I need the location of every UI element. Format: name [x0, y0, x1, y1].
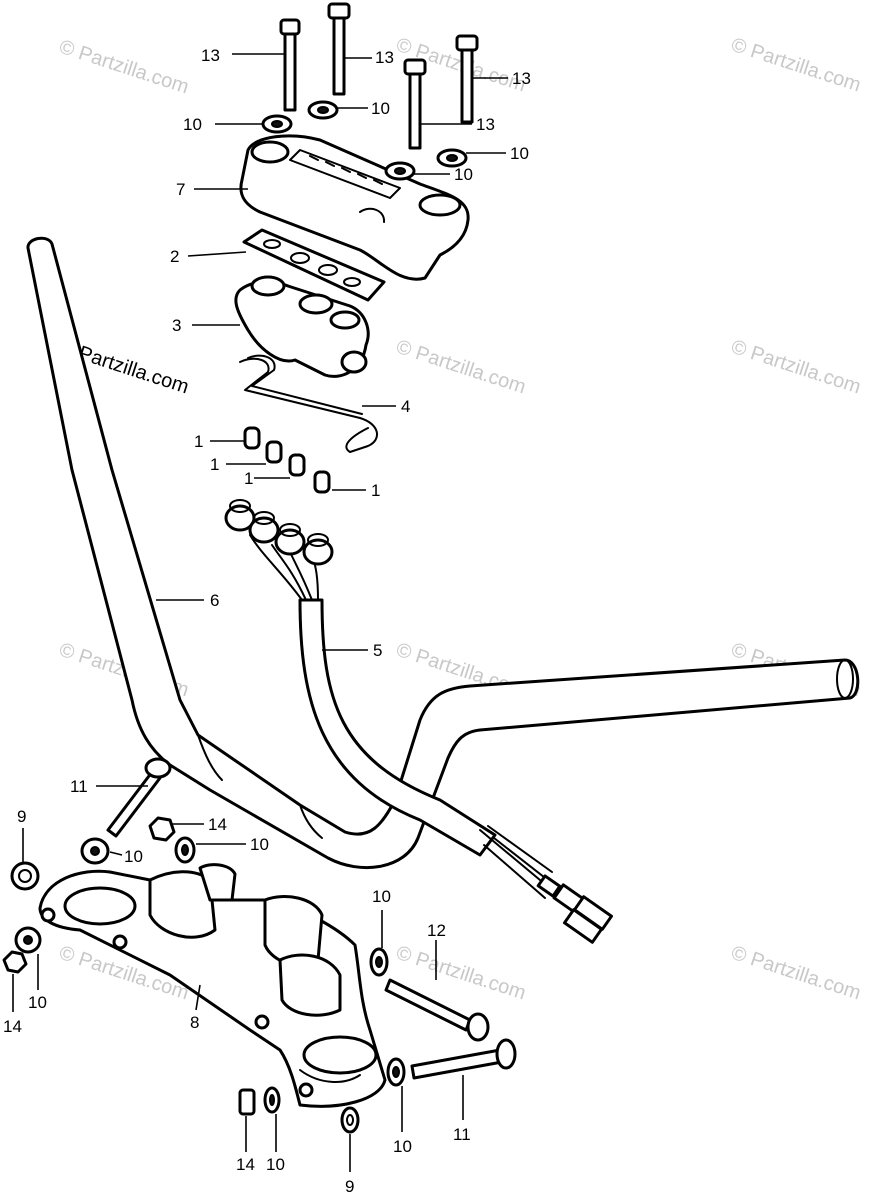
callout-13: 13 [375, 48, 394, 67]
callout-10: 10 [371, 99, 390, 118]
switch-body[interactable] [234, 275, 370, 378]
callout-10: 10 [454, 165, 473, 184]
washer[interactable] [263, 1086, 281, 1114]
callout-4: 4 [401, 397, 410, 416]
lower-bolt-11-right[interactable] [410, 1038, 517, 1080]
nut[interactable] [148, 816, 176, 842]
lower-bolt-11-left[interactable] [106, 757, 172, 838]
watermark: © Partzilla.com [728, 336, 863, 399]
bolt[interactable] [327, 2, 351, 96]
callout-11: 11 [453, 1125, 471, 1144]
callout-9: 9 [345, 1177, 354, 1196]
callouts: 13 13 13 13 10 10 10 10 7 2 3 4 1 1 1 1 … [3, 46, 531, 1196]
washer[interactable] [386, 1057, 406, 1087]
callout-10: 10 [266, 1155, 285, 1174]
handlebar-holder[interactable] [38, 863, 387, 1108]
rubber-boots [224, 499, 334, 566]
callout-13: 13 [476, 115, 495, 134]
handlebar[interactable] [26, 236, 860, 870]
callout-10: 10 [510, 144, 529, 163]
callout-9: 9 [17, 807, 26, 826]
callout-14: 14 [236, 1155, 255, 1174]
upper-cover[interactable] [239, 134, 470, 281]
callout-10: 10 [250, 835, 269, 854]
callout-11: 11 [70, 777, 88, 796]
callout-14: 14 [3, 1017, 22, 1036]
callout-10: 10 [28, 993, 47, 1012]
washer[interactable] [14, 926, 42, 954]
callout-10: 10 [393, 1137, 412, 1156]
bolt[interactable] [403, 58, 427, 150]
callout-13: 13 [512, 69, 531, 88]
callout-13: 13 [201, 46, 220, 65]
wire-clip[interactable] [239, 354, 378, 453]
callout-10: 10 [124, 847, 143, 866]
callout-6: 6 [210, 591, 219, 610]
upper-washers[interactable] [261, 100, 468, 181]
switch-gasket[interactable] [242, 228, 386, 302]
callout-10: 10 [372, 887, 391, 906]
terminal-sleeves[interactable] [243, 426, 331, 494]
callout-7: 7 [176, 180, 185, 199]
callout-1: 1 [244, 469, 253, 488]
bolt[interactable] [279, 18, 301, 112]
washer[interactable] [369, 947, 389, 977]
callout-10: 10 [183, 115, 202, 134]
callout-3: 3 [172, 316, 181, 335]
upper-bolts[interactable] [279, 2, 479, 150]
callout-1: 1 [210, 455, 219, 474]
watermark: © Partzilla.com [728, 34, 863, 97]
watermark: © Partzilla.com [56, 36, 191, 99]
callout-8: 8 [190, 1013, 199, 1032]
callout-2: 2 [170, 247, 179, 266]
wire-harness[interactable] [224, 499, 614, 944]
rubber-bushing[interactable] [340, 1106, 360, 1134]
connector-plugs [536, 874, 614, 944]
leader-lines [12, 53, 508, 1172]
callout-5: 5 [373, 641, 382, 660]
washer[interactable] [80, 837, 110, 865]
callout-1: 1 [194, 432, 203, 451]
callout-12: 12 [427, 921, 446, 940]
callout-1: 1 [371, 481, 380, 500]
watermark: © Partzilla.com [728, 942, 863, 1005]
callout-14: 14 [208, 815, 227, 834]
nut[interactable] [2, 950, 28, 974]
watermark: © Partzilla.com [393, 336, 528, 399]
bolt[interactable] [455, 34, 479, 124]
rubber-bushing[interactable] [10, 861, 40, 891]
lower-bolt-12[interactable] [384, 978, 490, 1042]
washer[interactable] [174, 836, 196, 864]
nut[interactable] [238, 1088, 256, 1116]
